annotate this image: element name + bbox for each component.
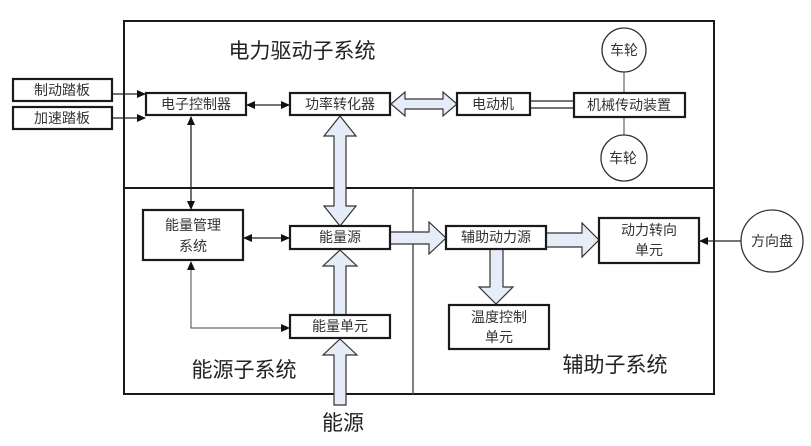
bms-unit-signal-arrow [187,261,290,332]
wheel-top-label: 车轮 [610,42,638,59]
energy-subsystem-title: 能源子系统 [192,358,297,382]
aux-power-source-label: 辅助动力源 [461,230,531,246]
brake-pedal-label: 制动踏板 [34,83,90,99]
energy-management-label-line1: 能量管理 [165,218,221,234]
energy-unit-box [288,313,392,340]
power-converter-label: 功率转化器 [305,96,375,113]
wheel-bottom-circle [600,134,648,182]
auxiliary-subsystem-title: 辅助子系统 [563,353,668,377]
accel-pedal-box [11,105,114,131]
energy-management-label-line2: 系统 [179,239,207,255]
power-steering-label-line2: 单元 [635,243,663,259]
system-frame [123,20,715,395]
motor-box [455,91,532,117]
energy-source-box [288,224,392,251]
wheel-bottom-label: 车轮 [609,150,637,167]
temperature-control-unit-box [447,303,551,351]
motor-label: 电动机 [472,97,514,113]
energy-source-label: 能量源 [319,230,361,246]
source-to-aux-power-arrow [389,220,447,256]
power-steering-label-line1: 动力转向 [621,223,677,239]
converter-source-power-arrow [322,115,358,227]
steering-wheel-circle [740,209,804,273]
electronic-controller-label: 电子控制器 [161,97,231,113]
drive-subsystem-title: 电力驱动子系统 [229,39,376,63]
energy-input-label: 能源 [322,411,364,435]
aux-power-source-box [444,224,548,251]
electronic-controller-box [144,91,248,117]
brake-pedal-box [11,77,114,103]
input-to-unit-power-arrow [321,338,359,406]
power-converter-box [288,91,392,117]
steering-wheel-label: 方向盘 [751,233,793,250]
accel-pedal-label: 加速踏板 [34,111,90,127]
mechanical-transmission-box [572,91,687,119]
temperature-control-label-line1: 温度控制 [471,310,527,326]
converter-motor-power-arrow [390,90,458,118]
aux-to-steering-power-arrow [545,221,600,259]
energy-unit-label: 能量单元 [312,319,368,335]
power-steering-unit-box [597,216,701,265]
wheel-top-circle [601,27,647,73]
energy-management-system-box [141,208,245,262]
aux-to-temp-power-arrow [477,248,515,305]
temperature-control-label-line2: 单元 [485,330,513,346]
mechanical-transmission-label: 机械传动装置 [587,98,671,114]
unit-to-source-power-arrow [321,249,359,316]
